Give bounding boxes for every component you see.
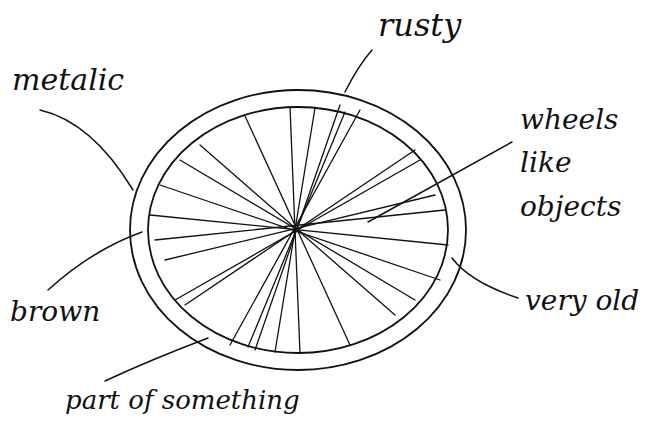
outer-rim [130,90,466,370]
annotation-label: wheels like objects [520,98,621,228]
inner-rim [148,107,448,353]
spokes [150,105,448,353]
leader-line [368,142,512,222]
annotation-label: very old [525,284,639,318]
annotation-label: metalic [12,62,124,98]
leader-line [105,338,208,381]
leader-line [48,232,142,290]
annotation-label: brown [10,295,100,329]
leader-lines [40,50,518,381]
annotation-label: rusty [378,6,461,44]
leader-line [452,258,518,298]
annotation-label: part of something [65,385,300,416]
leader-line [345,50,372,92]
leader-line [40,110,133,190]
